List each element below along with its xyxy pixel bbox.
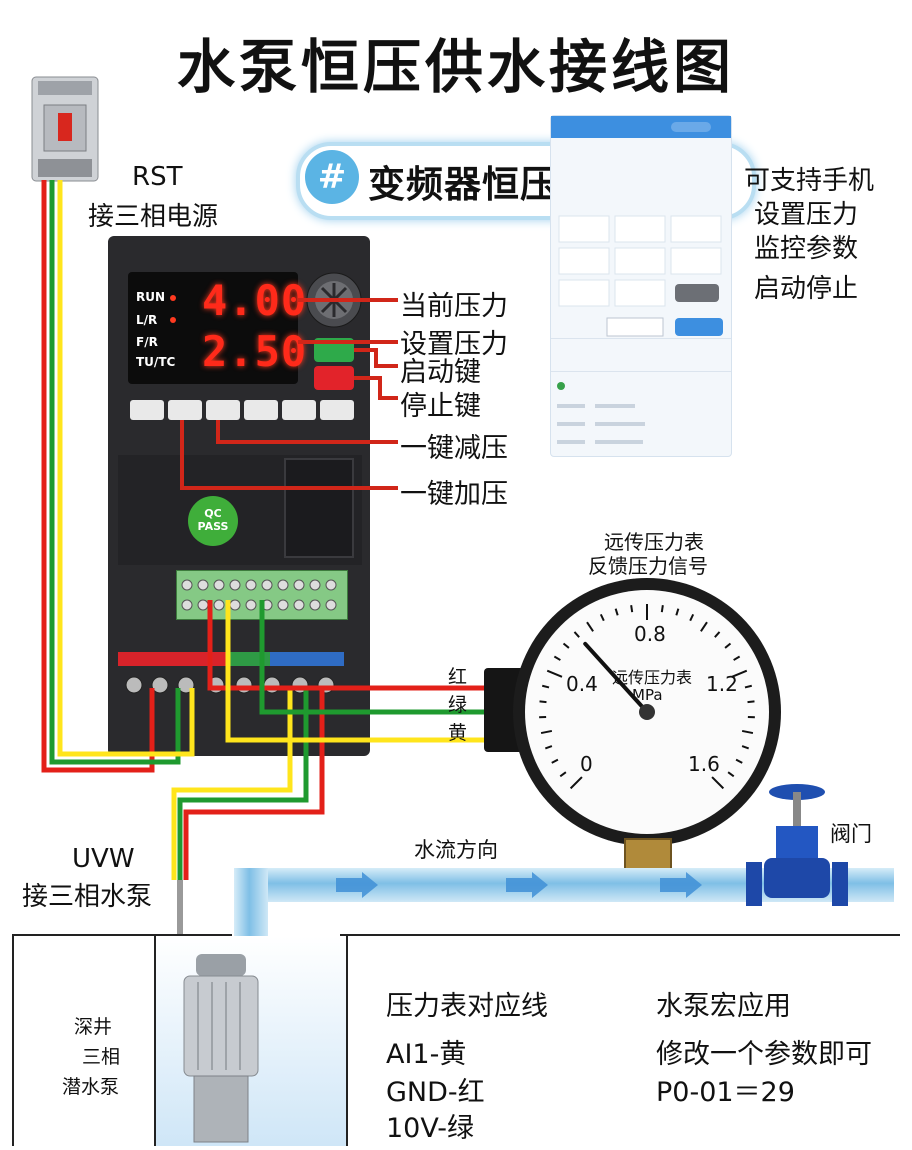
submersible-pump: [176, 948, 266, 1146]
flow-direction-label: 水流方向: [414, 834, 498, 864]
macro-title: 水泵宏应用: [656, 984, 791, 1023]
mapping-line-1: AI1-黄: [386, 1032, 466, 1071]
macro-line-2: P0-01＝29: [656, 1070, 795, 1109]
pump-label-2: 接三相水泵: [22, 876, 152, 913]
valve-label: 阀门: [830, 818, 872, 848]
ground-right: [340, 934, 900, 946]
well-label-1: 深井: [74, 1012, 112, 1039]
pump-icon: [176, 948, 266, 1146]
pump-label-1: UVW: [72, 844, 135, 874]
mapping-line-3: 10V-绿: [386, 1106, 474, 1145]
mapping-line-2: GND-红: [386, 1070, 485, 1109]
mapping-title: 压力表对应线: [386, 984, 548, 1023]
well-label-2: 三相: [82, 1042, 120, 1069]
macro-line-1: 修改一个参数即可: [656, 1032, 872, 1071]
well-label-3: 潜水泵: [62, 1072, 119, 1099]
